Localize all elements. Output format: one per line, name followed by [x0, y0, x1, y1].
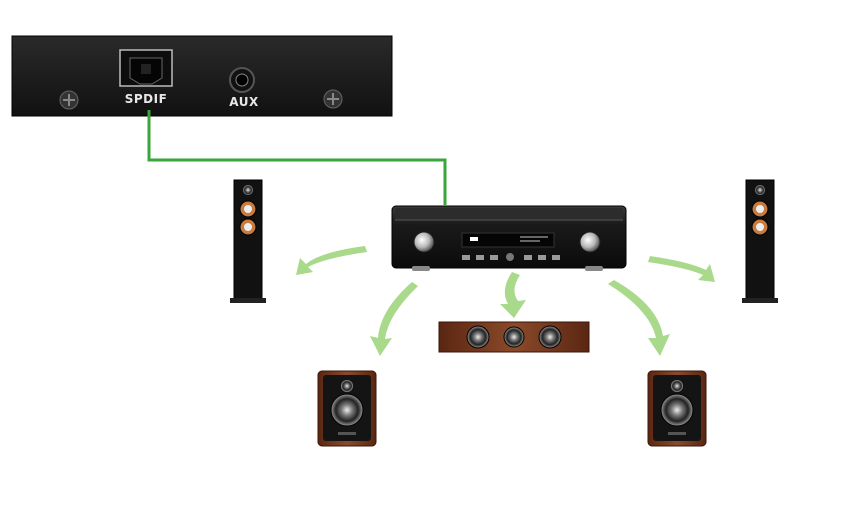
- optical-cable: [147, 110, 447, 205]
- arrow-to-center: [500, 272, 526, 318]
- arrow-to-surround-left: [370, 282, 418, 356]
- arrow-to-surround-right: [608, 280, 670, 356]
- output-arrows: [296, 246, 715, 356]
- floor-speaker-icon: [742, 179, 778, 303]
- bookshelf-speaker-icon: [317, 370, 377, 447]
- source-panel: SPDIF AUX: [11, 35, 393, 117]
- spdif-label: SPDIF: [125, 92, 168, 106]
- screw-icon: [323, 89, 343, 109]
- arrow-to-front-left: [296, 246, 367, 275]
- floor-speaker-icon: [230, 179, 266, 303]
- audio-jack-icon[interactable]: [229, 67, 255, 93]
- av-receiver-icon: [391, 205, 627, 271]
- arrow-to-front-right: [648, 256, 715, 282]
- bookshelf-speaker-icon: [647, 370, 707, 447]
- center-speaker-icon: [438, 321, 590, 353]
- aux-label: AUX: [229, 95, 259, 109]
- screw-icon: [59, 90, 79, 110]
- optical-port-icon[interactable]: [119, 49, 173, 87]
